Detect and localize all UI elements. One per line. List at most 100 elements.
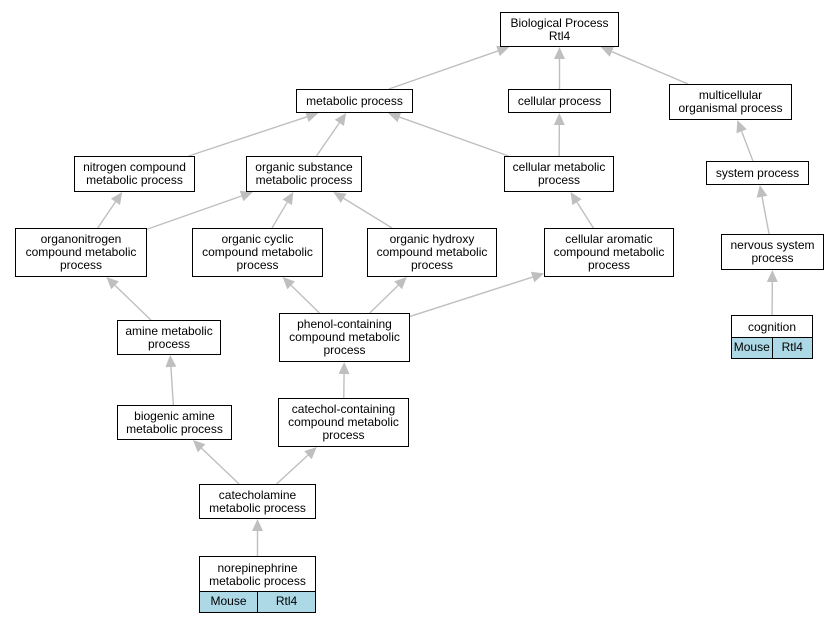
node-biogenic: biogenic amine metabolic process [117, 405, 232, 440]
edge-cognition-to-nervous [766, 270, 778, 316]
node-label: multicellular organismal process [678, 88, 783, 115]
node-catecholamine: catecholamine metabolic process [199, 484, 316, 519]
edge-line [146, 195, 242, 230]
node-catechol: catechol-containing compound metabolic p… [278, 398, 409, 447]
arrowhead [282, 192, 294, 206]
arrowhead [165, 355, 177, 368]
edge-line [409, 276, 533, 318]
edge-phenol-to-organic-cyclic [282, 277, 320, 314]
node-metabolic: metabolic process [296, 89, 413, 113]
species-tag: Mouse [732, 338, 772, 358]
edge-catecholamine-to-catechol [276, 447, 317, 485]
arrowhead [736, 120, 747, 134]
edge-cellular-to-bp [554, 47, 565, 89]
node-phenol: phenol-containing compound metabolic pro… [279, 313, 410, 362]
node-label: organic cyclic compound metabolic proces… [202, 232, 313, 272]
node-label: biogenic amine metabolic process [126, 408, 223, 436]
arrowhead [496, 45, 510, 57]
gene-tag: Rtl4 [257, 592, 315, 612]
edge-phenol-to-organic-hydroxy [369, 277, 407, 314]
node-label: nervous system process [730, 238, 815, 265]
edge-nervous-to-system [756, 185, 770, 235]
edge-norepinephrine-to-catecholamine [252, 519, 263, 556]
node-label: organic substance metabolic process [255, 160, 353, 187]
node-nervous: nervous system process [721, 234, 824, 270]
edge-cell-metabolic-to-metabolic [388, 111, 509, 157]
edge-line [276, 454, 309, 485]
node-label: organic hydroxy compound metabolic proce… [376, 232, 488, 272]
node-organic-sub: organic substance metabolic process [246, 156, 362, 192]
edge-line [388, 50, 499, 90]
arrowhead [600, 46, 614, 57]
edge-cell-aromatic-to-cell-metabolic [570, 192, 594, 229]
arrowhead [338, 362, 350, 375]
node-label: amine metabolic process [125, 323, 213, 351]
arrowhead [110, 192, 123, 205]
arrowhead [388, 111, 402, 123]
node-label: system process [715, 165, 800, 180]
node-cellular: cellular process [508, 89, 611, 113]
arrowhead [756, 185, 768, 198]
node-organic-hydroxy: organic hydroxy compound metabolic proce… [367, 228, 497, 277]
node-system: system process [706, 161, 809, 185]
edge-metabolic-to-bp [388, 45, 510, 90]
edge-biogenic-to-amine [165, 355, 177, 406]
arrowhead [570, 192, 582, 206]
node-amine: amine metabolic process [117, 320, 221, 355]
edge-cell-metabolic-to-cellular [553, 113, 565, 157]
edge-organonitrogen-to-nitrogen [97, 192, 123, 229]
node-bp: Biological Process Rtl4 [500, 12, 619, 47]
edge-catechol-to-phenol [338, 362, 350, 399]
arrowhead [394, 277, 407, 290]
arrowhead [239, 190, 253, 202]
node-label: norepinephrine metabolic process [209, 560, 306, 588]
node-label: cellular metabolic process [512, 160, 606, 187]
arrowhead [553, 113, 565, 125]
edge-amine-to-organonitrogen [106, 277, 152, 321]
edge-line [201, 447, 240, 485]
edge-catecholamine-to-biogenic [192, 440, 240, 485]
node-multicellular: multicellular organismal process [669, 84, 792, 120]
edge-line [369, 284, 399, 314]
edge-nitrogen-to-metabolic [188, 111, 319, 157]
edge-line [97, 201, 117, 229]
edge-line [761, 196, 770, 235]
arrowhead [252, 519, 263, 531]
edge-line [290, 284, 320, 314]
node-organonitrogen: organonitrogen compound metabolic proces… [15, 228, 147, 277]
edge-organic-sub-to-metabolic [315, 113, 347, 157]
arrowhead [304, 447, 317, 460]
edge-line [740, 130, 754, 162]
edge-line [576, 201, 594, 229]
edge-line [343, 197, 393, 229]
node-label: cellular process [517, 93, 602, 108]
node-label: Biological Process Rtl4 [510, 15, 609, 43]
edge-line [315, 122, 340, 157]
edge-line [188, 116, 308, 157]
species-tag: Mouse [200, 592, 257, 612]
arrowhead [530, 271, 544, 283]
node-label: organonitrogen compound metabolic proces… [25, 232, 137, 272]
edge-phenol-to-cell-aromatic [409, 271, 544, 318]
node-label: metabolic process [306, 93, 403, 108]
arrowhead [282, 277, 295, 290]
edge-line [170, 366, 175, 406]
node-cell-metabolic: cellular metabolic process [504, 156, 614, 192]
edge-multicellular-to-bp [600, 46, 689, 85]
arrowhead [766, 270, 778, 282]
gene-tag: Rtl4 [771, 338, 812, 358]
edge-organic-hydroxy-to-organic-sub [333, 192, 393, 229]
arrowhead [334, 113, 347, 126]
node-label: nitrogen compound metabolic process [83, 160, 186, 187]
node-label: phenol-containing compound metabolic pro… [289, 317, 400, 357]
node-label: catechol-containing compound metabolic p… [288, 402, 399, 442]
edge-system-to-multicellular [736, 120, 754, 162]
arrowhead [554, 47, 565, 59]
edge-line [271, 201, 288, 229]
node-nitrogen: nitrogen compound metabolic process [74, 156, 195, 192]
